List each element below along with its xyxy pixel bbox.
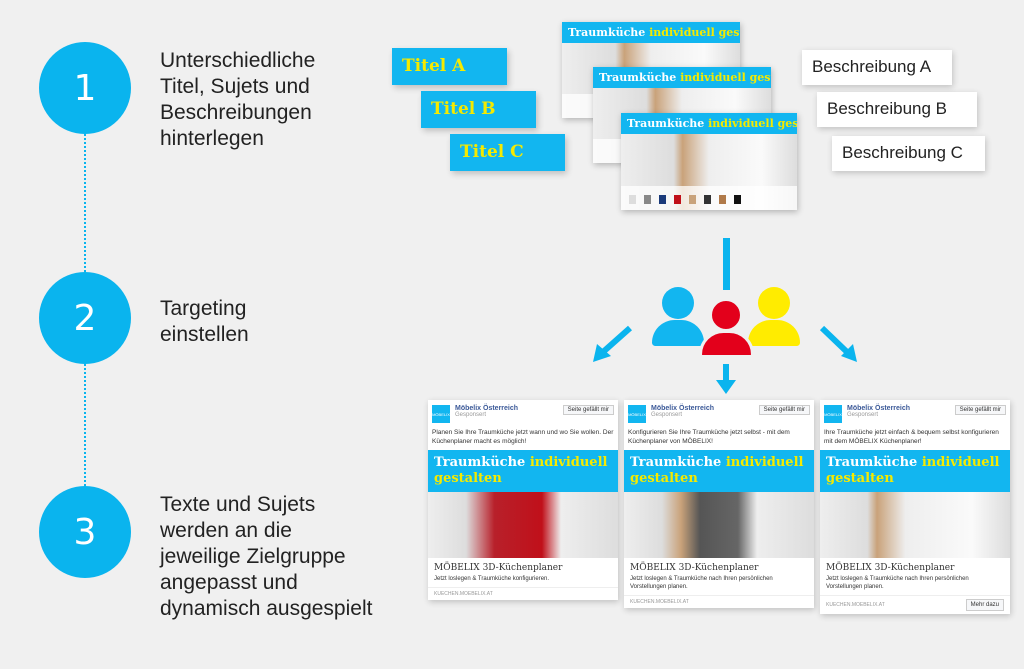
- ad-text: Planen Sie Ihre Traumküche jetzt wann un…: [432, 429, 614, 445]
- page-name[interactable]: Möbelix Österreich: [847, 405, 911, 412]
- ad-banner: Traumküche individuell gestalten: [428, 450, 618, 492]
- ad-url[interactable]: KUECHEN.MOEBELIX.AT: [826, 602, 885, 608]
- ad-image: [820, 492, 1010, 558]
- step-2-text: Targeting einstellen: [160, 297, 249, 346]
- brand-logo: MÖBELIX: [824, 405, 842, 423]
- like-page-button[interactable]: Seite gefällt mir: [562, 405, 614, 415]
- ad-headline: MÖBELIX 3D-Küchenplaner: [630, 563, 759, 573]
- step-3-circle: 3: [39, 486, 131, 578]
- learn-more-button[interactable]: Mehr dazu: [965, 599, 1004, 611]
- ad-headline: MÖBELIX 3D-Küchenplaner: [826, 563, 955, 573]
- sponsored-label: Gesponsert: [847, 412, 879, 418]
- connector-line: [84, 134, 86, 272]
- step-2-circle: 2: [39, 272, 131, 364]
- step-1-text: Unterschiedliche Titel, Sujets und Besch…: [160, 49, 316, 150]
- ad-description: Jetzt loslegen & Traumküche nach Ihren p…: [630, 576, 773, 590]
- ad-headline: MÖBELIX 3D-Küchenplaner: [434, 563, 563, 573]
- description-c: Beschreibung C: [832, 136, 985, 171]
- page-name[interactable]: Möbelix Österreich: [651, 405, 715, 412]
- ad-image: [624, 492, 814, 558]
- step-3-text: Texte und Sujets werden an die jeweilige…: [160, 493, 373, 620]
- like-page-button[interactable]: Seite gefällt mir: [758, 405, 810, 415]
- description-a: Beschreibung A: [802, 50, 952, 85]
- step-1-circle: 1: [39, 42, 131, 134]
- ad-url[interactable]: KUECHEN.MOEBELIX.AT: [434, 591, 493, 597]
- ad-image: [428, 492, 618, 558]
- sponsored-label: Gesponsert: [455, 412, 487, 418]
- distribution-arrows-icon: [593, 325, 857, 394]
- sujet-image-c: Traumküche individuell gestalten: [621, 113, 797, 210]
- description-b: Beschreibung B: [817, 92, 977, 127]
- ad-banner: Traumküche individuell gestalten: [624, 450, 814, 492]
- like-page-button[interactable]: Seite gefällt mir: [954, 405, 1006, 415]
- ad-description: Jetzt loslegen & Traumküche nach Ihren p…: [826, 576, 969, 590]
- title-c: Titel C: [450, 134, 565, 171]
- brand-logo: MÖBELIX: [432, 405, 450, 423]
- sponsored-label: Gesponsert: [651, 412, 683, 418]
- ad-banner: Traumküche individuell gestalten: [820, 450, 1010, 492]
- connector-line: [84, 364, 86, 486]
- ad-text: Konfigurieren Sie Ihre Traumküche jetzt …: [628, 429, 790, 445]
- brand-logo: MÖBELIX: [628, 405, 646, 423]
- ad-text: Ihre Traumküche jetzt einfach & bequem s…: [824, 429, 999, 445]
- title-b: Titel B: [421, 91, 536, 128]
- ad-url[interactable]: KUECHEN.MOEBELIX.AT: [630, 599, 689, 605]
- arrow-down-icon: [723, 238, 730, 290]
- title-a: Titel A: [392, 48, 507, 85]
- page-name[interactable]: Möbelix Österreich: [455, 405, 519, 412]
- ad-description: Jetzt loslegen & Traumküche konfiguriere…: [434, 576, 550, 582]
